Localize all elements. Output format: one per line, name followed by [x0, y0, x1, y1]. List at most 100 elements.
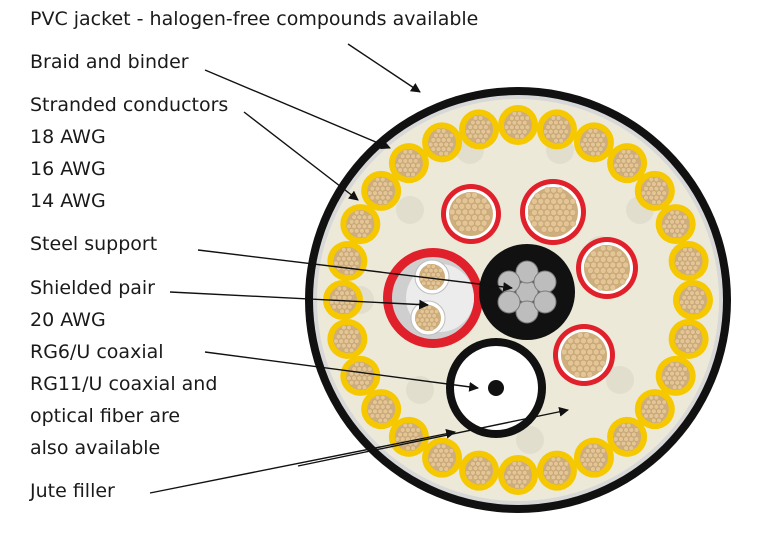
- strand: [537, 198, 544, 205]
- steel-wire: [533, 270, 557, 294]
- strand: [596, 354, 603, 361]
- strand: [483, 474, 489, 481]
- strand: [590, 141, 596, 148]
- strand: [612, 267, 620, 274]
- strand: [475, 470, 481, 476]
- strand: [509, 474, 515, 480]
- strand: [458, 203, 465, 210]
- strand: [685, 329, 691, 335]
- strand: [344, 308, 350, 314]
- strand: [555, 133, 562, 139]
- strand: [448, 141, 455, 148]
- strand: [474, 220, 481, 227]
- strand: [354, 219, 360, 225]
- strand: [422, 304, 428, 310]
- label-jacket: PVC jacket - halogen-free compounds avai…: [30, 8, 479, 30]
- strand: [443, 151, 449, 157]
- strand: [421, 280, 427, 286]
- strand: [385, 413, 391, 419]
- strand: [646, 190, 652, 196]
- strand: [385, 195, 391, 201]
- strand: [692, 265, 699, 271]
- strand: [435, 452, 442, 458]
- strand: [595, 141, 601, 148]
- strand: [653, 195, 660, 201]
- strand: [331, 304, 337, 310]
- stranded-conductor: [459, 109, 500, 150]
- strand: [669, 361, 675, 368]
- strand: [472, 465, 479, 471]
- strand: [669, 228, 675, 234]
- strand: [435, 137, 442, 143]
- strand: [346, 256, 352, 262]
- strand: [443, 448, 449, 454]
- strand: [677, 334, 683, 340]
- label-rg11-line2: optical fiber are: [30, 405, 181, 427]
- strand: [342, 286, 348, 292]
- strand: [509, 124, 515, 130]
- strand: [458, 214, 465, 221]
- leader-stranded: [243, 111, 359, 201]
- strand: [586, 348, 593, 356]
- strand: [561, 348, 568, 356]
- strand: [372, 181, 378, 187]
- strand: [548, 119, 554, 126]
- stranded-conductor: [607, 143, 648, 184]
- strand: [377, 399, 383, 405]
- strand: [435, 443, 442, 449]
- strand: [402, 158, 408, 164]
- strand: [397, 158, 403, 164]
- strand: [633, 162, 640, 169]
- strand: [477, 225, 485, 232]
- strand: [661, 408, 667, 414]
- strand: [600, 256, 607, 263]
- strand: [410, 445, 416, 451]
- strand: [606, 245, 613, 252]
- strand: [417, 313, 423, 319]
- strand: [475, 138, 481, 144]
- strand: [346, 334, 352, 340]
- strand: [606, 278, 613, 285]
- strand: [429, 309, 435, 315]
- stranded-conductor: [673, 280, 713, 320]
- filler-fiber: [516, 426, 544, 454]
- strand: [694, 299, 700, 305]
- strand: [694, 290, 700, 296]
- strand: [341, 247, 347, 253]
- strand: [483, 133, 489, 139]
- stranded-conductor: [668, 241, 709, 282]
- strand: [587, 137, 593, 143]
- strand: [443, 457, 449, 463]
- strand: [561, 133, 567, 139]
- strand: [592, 128, 599, 134]
- strand: [577, 365, 584, 372]
- strand: [452, 203, 459, 210]
- strand: [648, 413, 654, 419]
- stranded-conductor: [668, 318, 709, 359]
- strand: [356, 223, 362, 229]
- strand: [351, 256, 357, 262]
- strand: [648, 404, 654, 410]
- strand: [643, 185, 649, 192]
- strand: [341, 324, 347, 331]
- red-conductor: [520, 179, 586, 245]
- strand: [361, 366, 368, 372]
- strand: [672, 375, 678, 381]
- strand: [566, 203, 573, 211]
- strand: [467, 465, 473, 471]
- strand: [506, 470, 512, 476]
- strand: [446, 461, 452, 468]
- strand: [623, 436, 629, 442]
- stranded-conductor: [422, 437, 463, 478]
- strand: [633, 153, 640, 159]
- strand: [664, 371, 670, 377]
- label-rg11-line1: RG11/U coaxial and: [30, 373, 218, 395]
- strand: [672, 223, 678, 229]
- strand: [615, 441, 621, 447]
- strand: [587, 256, 594, 263]
- strand: [438, 268, 444, 274]
- strand: [646, 408, 652, 414]
- strand: [407, 167, 414, 173]
- label-braid: Braid and binder: [30, 51, 189, 73]
- strand: [679, 219, 686, 225]
